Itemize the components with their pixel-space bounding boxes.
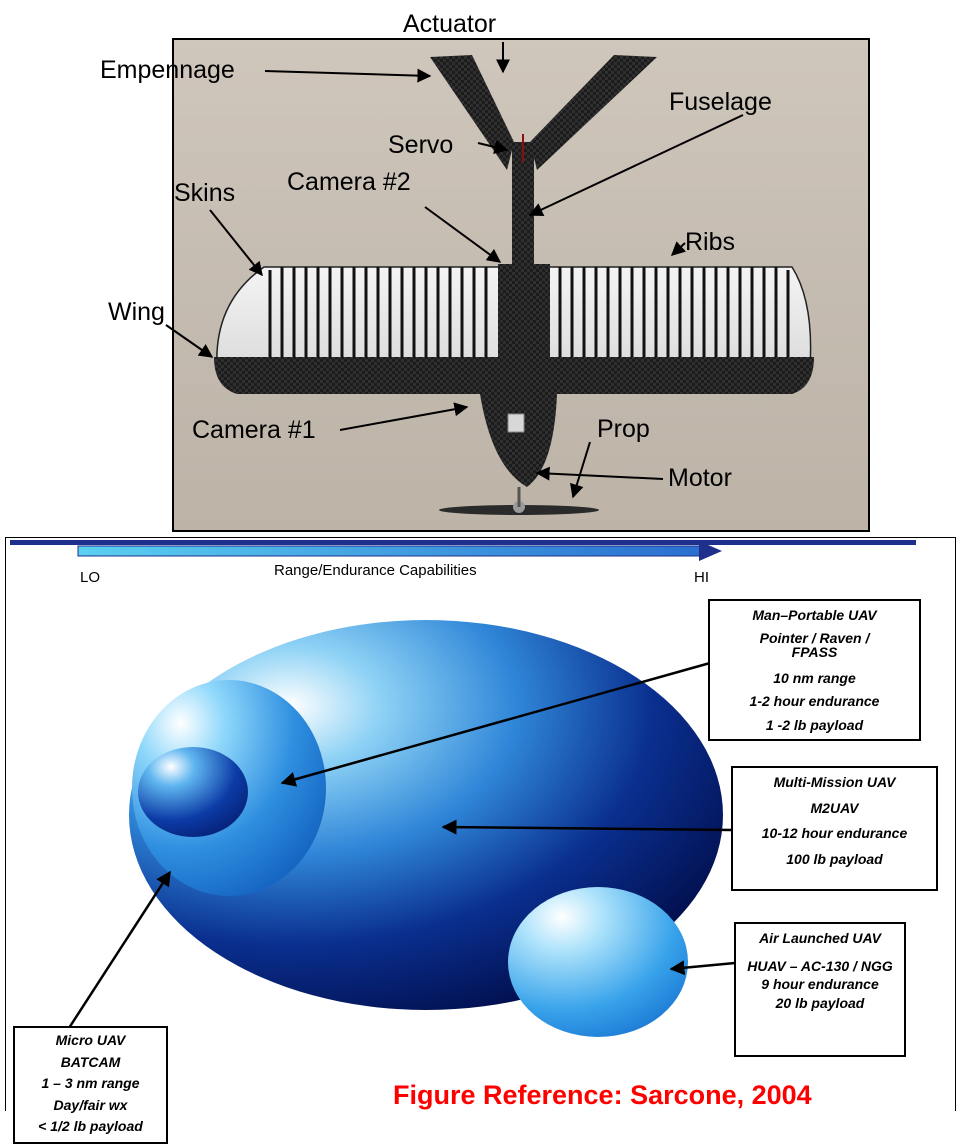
micro-ellipse xyxy=(138,747,248,837)
man-portable-endurance: 1-2 hour endurance xyxy=(710,693,919,711)
man-portable-name: Pointer / Raven / FPASS xyxy=(752,631,877,660)
air-launched-ellipse xyxy=(508,887,688,1037)
man-portable-box: Man–Portable UAV Pointer / Raven / FPASS… xyxy=(708,599,921,741)
man-portable-range: 10 nm range xyxy=(710,670,919,688)
micro-box: Micro UAV BATCAM 1 – 3 nm range Day/fair… xyxy=(13,1026,168,1144)
air-launched-box: Air Launched UAV HUAV – AC-130 / NGG 9 h… xyxy=(734,922,906,1057)
air-launched-title: Air Launched UAV xyxy=(736,930,904,948)
multi-mission-name: M2UAV xyxy=(733,800,936,818)
man-portable-title: Man–Portable UAV xyxy=(710,607,919,625)
air-launched-name: HUAV – AC-130 / NGG xyxy=(745,958,895,974)
figure-reference: Figure Reference: Sarcone, 2004 xyxy=(393,1080,812,1111)
micro-payload: < 1/2 lb payload xyxy=(15,1118,166,1136)
low-label: LO xyxy=(80,569,100,586)
multi-mission-endurance: 10-12 hour endurance xyxy=(733,825,936,843)
axis-title: Range/Endurance Capabilities xyxy=(274,562,477,579)
man-portable-payload: 1 -2 lb payload xyxy=(710,717,919,735)
micro-name: BATCAM xyxy=(15,1054,166,1072)
multi-mission-payload: 100 lb payload xyxy=(733,851,936,869)
range-arrow-head xyxy=(699,541,722,561)
multi-mission-box: Multi-Mission UAV M2UAV 10-12 hour endur… xyxy=(731,766,938,891)
micro-pointer xyxy=(69,872,170,1028)
air-launched-payload: 20 lb payload xyxy=(736,995,904,1013)
air-launched-endurance: 9 hour endurance xyxy=(736,976,904,994)
micro-weather: Day/fair wx xyxy=(15,1097,166,1115)
micro-title: Micro UAV xyxy=(15,1032,166,1050)
multi-mission-title: Multi-Mission UAV xyxy=(733,774,936,792)
micro-range: 1 – 3 nm range xyxy=(15,1075,166,1093)
range-arrow-shaft xyxy=(78,546,700,556)
high-label: HI xyxy=(694,569,709,586)
